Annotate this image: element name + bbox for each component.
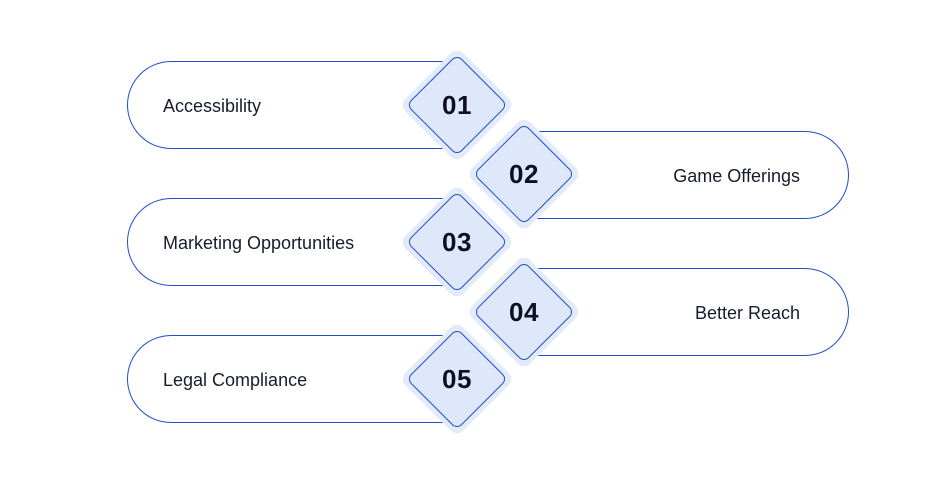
step-badge-5: 05 (399, 321, 515, 437)
step-badge-3: 03 (399, 184, 515, 300)
step-number-3: 03 (442, 227, 472, 257)
step-label-1: Accessibility (163, 96, 262, 116)
step-label-3: Marketing Opportunities (163, 233, 355, 253)
step-number-4: 04 (509, 297, 539, 327)
step-label-4: Better Reach (694, 303, 800, 323)
step-label-5: Legal Compliance (163, 370, 308, 390)
step-number-5: 05 (442, 364, 472, 394)
step-label-2: Game Offerings (673, 166, 800, 186)
step-badge-2: 02 (466, 116, 582, 232)
step-number-2: 02 (509, 159, 539, 189)
step-number-1: 01 (442, 90, 472, 120)
step-badge-1: 01 (399, 47, 515, 163)
step-badge-4: 04 (466, 254, 582, 370)
